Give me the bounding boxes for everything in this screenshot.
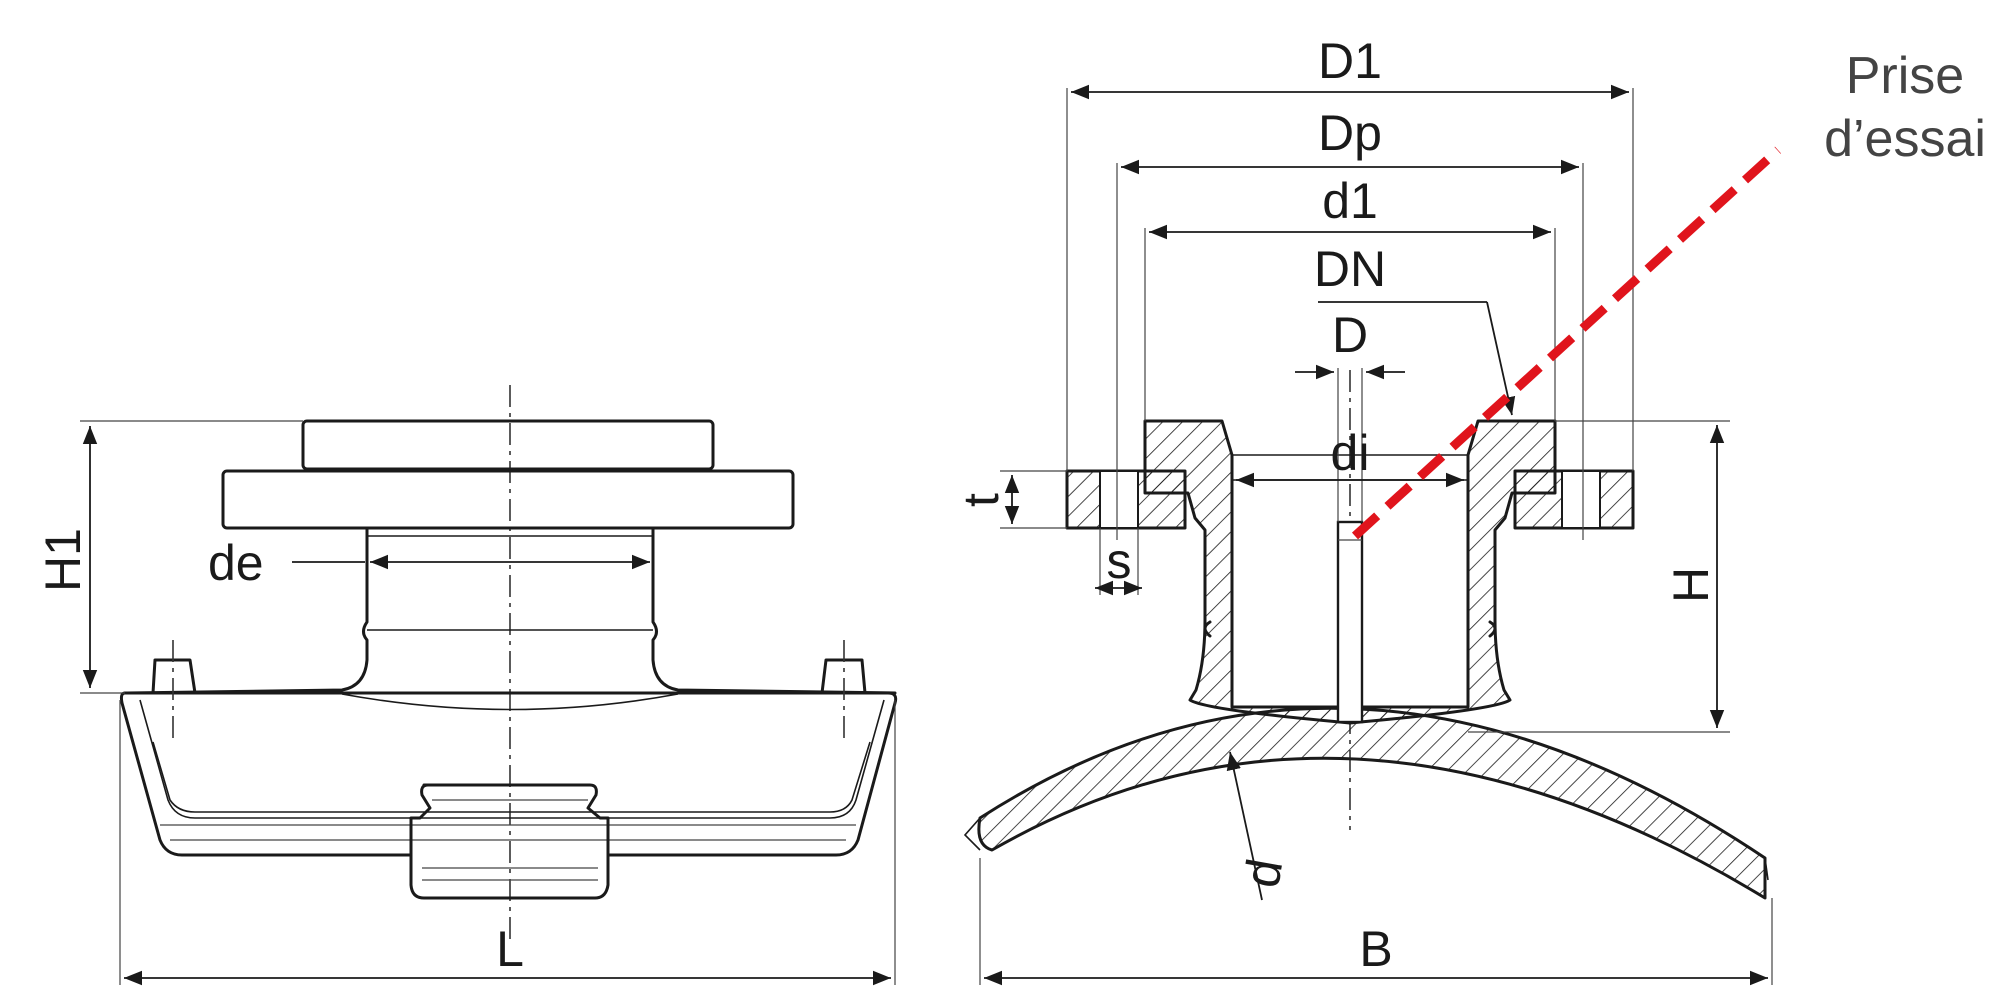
lower-flange	[221, 469, 795, 530]
label-L: L	[496, 921, 524, 977]
annotation-line2: d’essai	[1824, 110, 1986, 168]
label-D1: D1	[1318, 33, 1382, 89]
test-tap-annotation: Prise d’essai	[1351, 47, 1986, 540]
label-H1: H1	[35, 528, 91, 592]
upper-flange	[301, 419, 715, 471]
saddle-section	[977, 706, 1767, 900]
saddle-clip	[409, 783, 610, 857]
label-Dp: Dp	[1318, 105, 1382, 161]
label-B: B	[1359, 921, 1392, 977]
saddle-body	[119, 691, 898, 900]
spigot-body	[123, 526, 897, 695]
test-tap-leader	[1351, 146, 1782, 540]
label-s: s	[1107, 533, 1132, 589]
section-view: D1 Dp d1 DN D di t s	[953, 33, 1773, 986]
wall-right	[1348, 419, 1557, 725]
label-de: de	[208, 535, 264, 591]
label-t: t	[953, 493, 1009, 507]
side-view: H1 de L	[35, 385, 898, 986]
annotation-line1: Prise	[1846, 47, 1964, 105]
pin-left	[151, 658, 197, 695]
label-DN: DN	[1314, 241, 1386, 297]
label-H: H	[1663, 567, 1719, 603]
label-D: D	[1332, 307, 1368, 363]
label-d: d	[1233, 854, 1293, 891]
wall-left	[1143, 419, 1352, 725]
label-d1: d1	[1322, 173, 1378, 229]
label-di: di	[1331, 425, 1370, 481]
